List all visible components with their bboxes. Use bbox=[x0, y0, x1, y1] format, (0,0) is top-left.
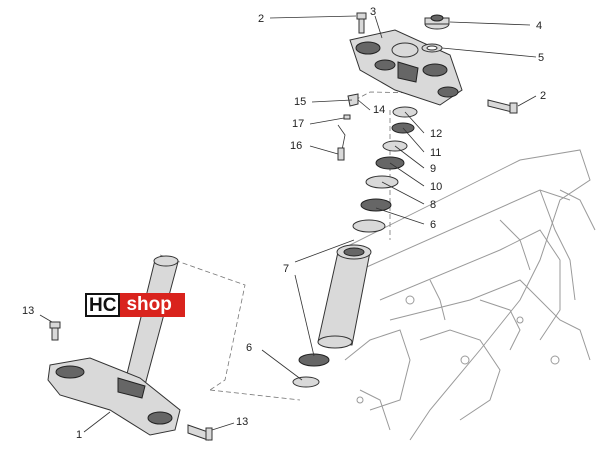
callout-9: 9 bbox=[430, 163, 436, 175]
upper-triple-clamp bbox=[349, 29, 463, 106]
bolt-13-top bbox=[49, 321, 61, 341]
callout-labels: 2 3 4 5 2 15 14 17 12 16 11 9 10 8 6 7 6… bbox=[22, 6, 546, 441]
lower-race-6 bbox=[292, 376, 320, 388]
callout-10: 10 bbox=[430, 181, 442, 193]
lower-bearing-7 bbox=[298, 353, 330, 367]
callout-4: 4 bbox=[536, 20, 542, 32]
callout-13-top: 13 bbox=[22, 305, 34, 317]
hc-shop-logo: HC shop bbox=[85, 293, 185, 317]
callout-14: 14 bbox=[373, 104, 385, 116]
callout-11: 11 bbox=[430, 147, 441, 159]
callout-12: 12 bbox=[430, 128, 442, 140]
callout-15: 15 bbox=[294, 96, 306, 108]
leader-lines bbox=[39, 15, 537, 433]
callout-13-bottom: 13 bbox=[236, 416, 248, 428]
callout-7: 7 bbox=[283, 263, 289, 275]
callout-2-side: 2 bbox=[540, 90, 546, 102]
frame bbox=[339, 149, 596, 441]
callout-6-bottom: 6 bbox=[246, 342, 252, 354]
bolt-2-top bbox=[356, 12, 367, 34]
callout-2-top: 2 bbox=[258, 13, 264, 25]
callout-6-top: 6 bbox=[430, 219, 436, 231]
callout-8: 8 bbox=[430, 199, 436, 211]
washer-5 bbox=[421, 43, 443, 53]
callout-17: 17 bbox=[292, 118, 304, 130]
assembly-lines bbox=[159, 91, 421, 401]
callout-16: 16 bbox=[290, 140, 302, 152]
head-tube bbox=[317, 244, 372, 349]
bolt-13-bottom bbox=[187, 424, 213, 441]
nut-4 bbox=[424, 14, 450, 30]
callout-3: 3 bbox=[370, 6, 376, 18]
callout-5: 5 bbox=[538, 52, 544, 64]
logo-hc-text: HC bbox=[85, 293, 121, 317]
callout-1: 1 bbox=[76, 429, 82, 441]
bearing-stack bbox=[352, 106, 418, 233]
lower-triple-clamp bbox=[47, 255, 181, 436]
small-bracket-parts bbox=[337, 93, 359, 161]
bolt-2-side bbox=[487, 99, 518, 114]
logo-shop-text: shop bbox=[120, 293, 185, 317]
